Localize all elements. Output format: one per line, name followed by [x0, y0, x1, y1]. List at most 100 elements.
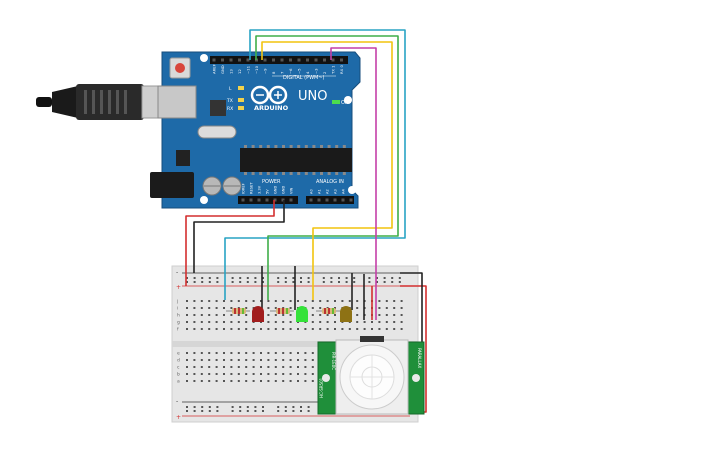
breadboard-hole[interactable] [254, 277, 257, 279]
breadboard-hole[interactable] [186, 406, 188, 408]
breadboard-hole[interactable] [348, 300, 351, 302]
digital-pin-hole[interactable] [246, 58, 250, 62]
breadboard-hole[interactable] [378, 321, 381, 323]
breadboard-hole[interactable] [385, 307, 388, 309]
breadboard-hole[interactable] [300, 281, 302, 283]
breadboard-hole[interactable] [239, 410, 242, 412]
breadboard-hole[interactable] [237, 314, 240, 316]
breadboard-hole[interactable] [252, 300, 255, 302]
breadboard-hole[interactable] [239, 406, 242, 408]
digital-pin-hole[interactable] [238, 58, 241, 62]
breadboard-hole[interactable] [322, 277, 325, 279]
breadboard-hole[interactable] [267, 373, 270, 375]
breadboard-hole[interactable] [193, 380, 196, 382]
breadboard-hole[interactable] [193, 328, 196, 330]
breadboard-hole[interactable] [326, 314, 329, 316]
breadboard-hole[interactable] [215, 380, 218, 382]
breadboard-hole[interactable] [260, 352, 262, 354]
breadboard-hole[interactable] [267, 314, 270, 316]
breadboard-hole[interactable] [208, 352, 211, 354]
breadboard-hole[interactable] [193, 314, 196, 316]
breadboard-hole[interactable] [193, 373, 196, 375]
breadboard-hole[interactable] [400, 321, 403, 323]
breadboard-hole[interactable] [208, 359, 211, 361]
breadboard-hole[interactable] [237, 300, 240, 302]
breadboard-hole[interactable] [289, 380, 292, 382]
breadboard-hole[interactable] [216, 410, 219, 412]
digital-pin-hole[interactable] [229, 58, 233, 62]
breadboard-hole[interactable] [385, 314, 388, 316]
breadboard-hole[interactable] [260, 373, 262, 375]
breadboard-hole[interactable] [208, 406, 211, 408]
breadboard-hole[interactable] [297, 300, 299, 302]
breadboard-hole[interactable] [200, 300, 203, 302]
breadboard-hole[interactable] [304, 380, 307, 382]
breadboard-hole[interactable] [385, 328, 388, 330]
breadboard-hole[interactable] [208, 277, 211, 279]
breadboard-hole[interactable] [393, 300, 396, 302]
breadboard-hole[interactable] [385, 300, 388, 302]
breadboard-hole[interactable] [267, 359, 270, 361]
breadboard-hole[interactable] [300, 277, 302, 279]
breadboard-hole[interactable] [201, 406, 204, 408]
breadboard-hole[interactable] [237, 352, 240, 354]
digital-pin-hole[interactable] [280, 58, 284, 62]
breadboard-hole[interactable] [237, 328, 240, 330]
breadboard-hole[interactable] [289, 328, 292, 330]
breadboard-hole[interactable] [215, 373, 218, 375]
breadboard-hole[interactable] [400, 300, 403, 302]
breadboard-hole[interactable] [356, 321, 359, 323]
breadboard-hole[interactable] [208, 328, 211, 330]
leds[interactable] [252, 306, 352, 322]
breadboard-hole[interactable] [231, 281, 234, 283]
breadboard-hole[interactable] [237, 373, 240, 375]
breadboard-hole[interactable] [292, 281, 295, 283]
breadboard-hole[interactable] [254, 410, 257, 412]
breadboard-hole[interactable] [334, 307, 336, 309]
breadboard-hole[interactable] [237, 359, 240, 361]
breadboard-hole[interactable] [230, 380, 233, 382]
breadboard-hole[interactable] [356, 300, 359, 302]
digital-pin-hole[interactable] [331, 58, 335, 62]
breadboard-hole[interactable] [201, 277, 204, 279]
breadboard-hole[interactable] [284, 410, 287, 412]
breadboard-hole[interactable] [193, 352, 196, 354]
breadboard-hole[interactable] [267, 328, 270, 330]
breadboard-hole[interactable] [274, 352, 277, 354]
breadboard-hole[interactable] [289, 307, 292, 309]
breadboard-hole[interactable] [260, 328, 262, 330]
breadboard-hole[interactable] [208, 314, 211, 316]
breadboard-hole[interactable] [348, 328, 351, 330]
breadboard-hole[interactable] [193, 406, 196, 408]
breadboard-hole[interactable] [193, 410, 196, 412]
analog-pin-hole[interactable] [341, 198, 345, 202]
breadboard-hole[interactable] [215, 314, 218, 316]
breadboard-hole[interactable] [200, 321, 203, 323]
breadboard-hole[interactable] [246, 277, 249, 279]
breadboard-hole[interactable] [297, 373, 299, 375]
breadboard-hole[interactable] [311, 328, 314, 330]
breadboard-hole[interactable] [378, 300, 381, 302]
breadboard-hole[interactable] [274, 300, 277, 302]
breadboard-hole[interactable] [239, 277, 242, 279]
breadboard-hole[interactable] [304, 359, 307, 361]
breadboard-hole[interactable] [297, 359, 299, 361]
breadboard-hole[interactable] [245, 300, 248, 302]
breadboard-hole[interactable] [326, 300, 329, 302]
breadboard-hole[interactable] [267, 352, 270, 354]
breadboard-hole[interactable] [297, 352, 299, 354]
breadboard-hole[interactable] [400, 314, 403, 316]
breadboard-hole[interactable] [282, 373, 285, 375]
breadboard-hole[interactable] [297, 380, 299, 382]
breadboard-hole[interactable] [371, 321, 373, 323]
breadboard-hole[interactable] [282, 359, 285, 361]
breadboard-hole[interactable] [393, 307, 396, 309]
breadboard-hole[interactable] [304, 300, 307, 302]
breadboard-hole[interactable] [334, 328, 336, 330]
power-pin-hole[interactable] [289, 198, 293, 202]
breadboard-hole[interactable] [289, 300, 292, 302]
breadboard-hole[interactable] [208, 307, 211, 309]
breadboard-hole[interactable] [267, 300, 270, 302]
digital-pin-hole[interactable] [212, 58, 216, 62]
breadboard-hole[interactable] [289, 373, 292, 375]
